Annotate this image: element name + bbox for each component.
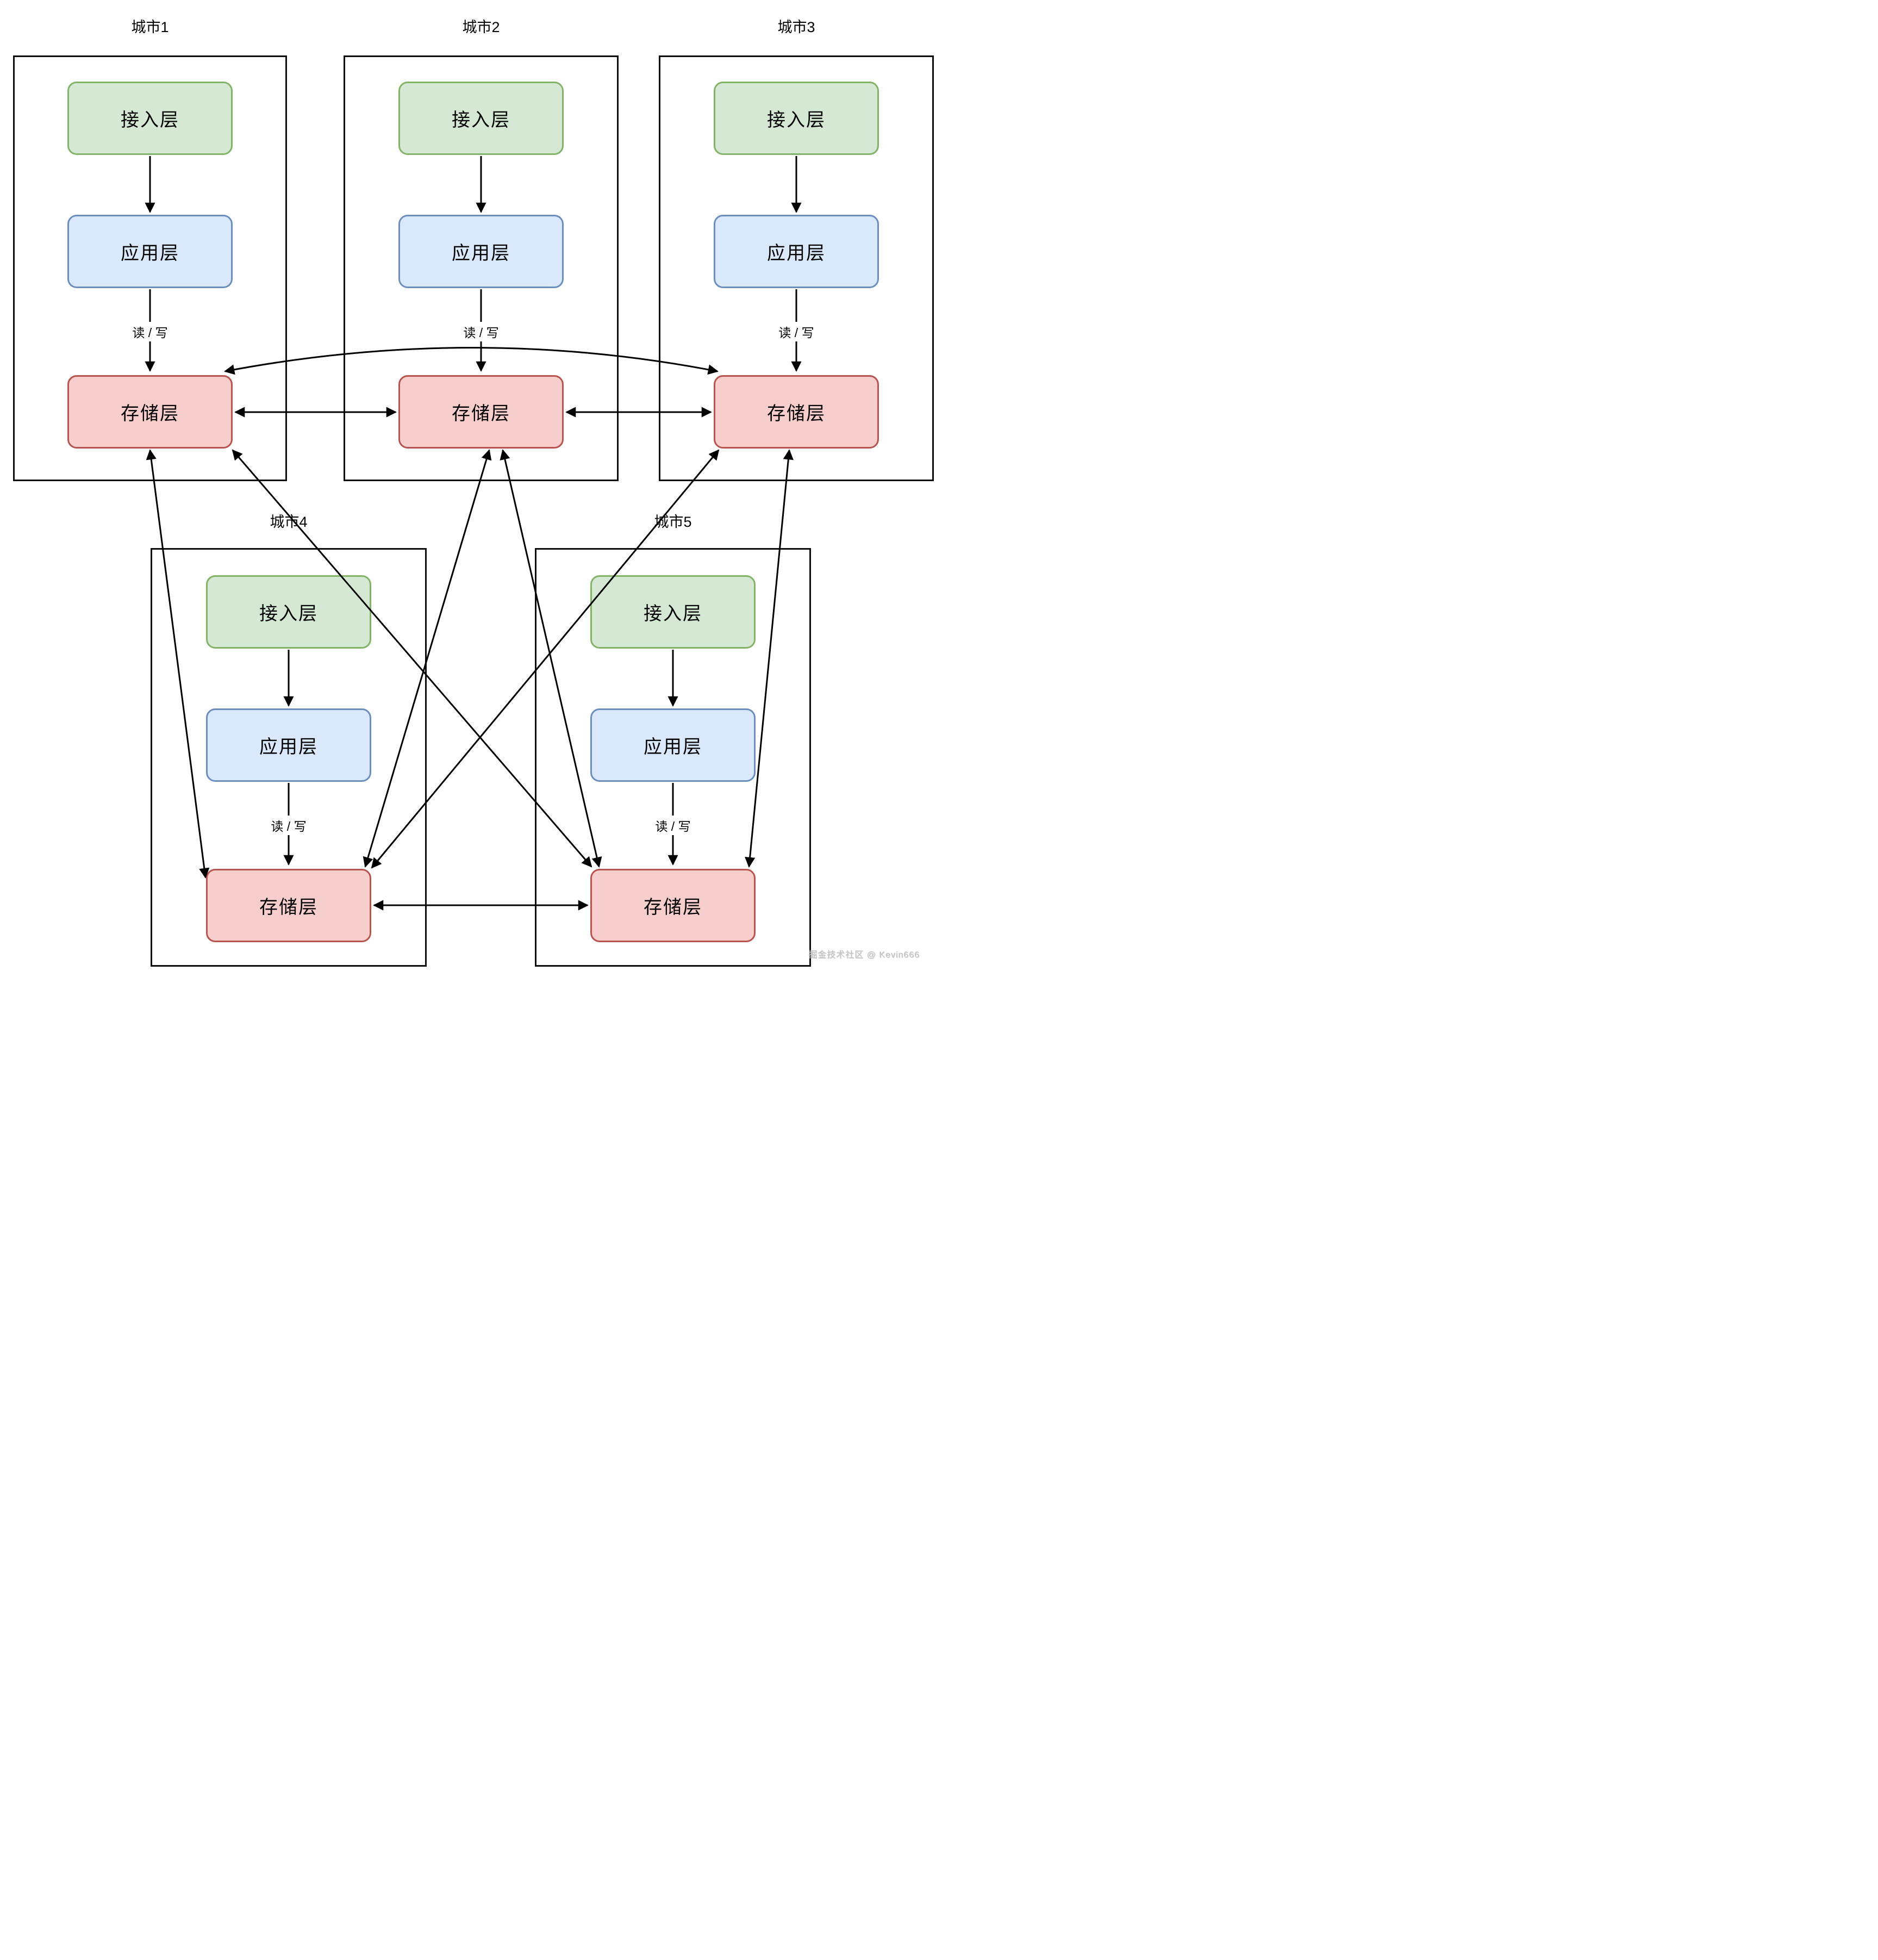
app-layer-label: 应用层 [767, 243, 826, 264]
app-layer-box-city-2: 应用层 [398, 215, 564, 288]
rw-label-city-2: 读 / 写 [459, 322, 503, 341]
app-layer-label: 应用层 [644, 737, 702, 757]
watermark: 掘金技术社区 @ Kevin666 [808, 950, 920, 960]
storage-layer-label: 存储层 [121, 403, 179, 424]
app-layer-box-city-3: 应用层 [714, 215, 879, 288]
access-layer-box-city-4: 接入层 [206, 575, 371, 649]
app-layer-label: 应用层 [452, 243, 510, 264]
app-layer-label: 应用层 [259, 737, 318, 757]
city-4-title: 城市4 [270, 514, 308, 530]
storage-layer-label: 存储层 [767, 403, 826, 424]
app-layer-box-city-1: 应用层 [67, 215, 233, 288]
storage-layer-box-city-1: 存储层 [67, 375, 233, 449]
city-3-title: 城市3 [777, 19, 815, 35]
access-layer-box-city-1: 接入层 [67, 82, 233, 155]
city-2-title: 城市2 [462, 19, 500, 35]
storage-layer-box-city-5: 存储层 [590, 869, 756, 942]
storage-layer-box-city-3: 存储层 [714, 375, 879, 449]
access-layer-label: 接入层 [259, 603, 318, 624]
access-layer-label: 接入层 [644, 603, 702, 624]
rw-label-city-3: 读 / 写 [775, 322, 818, 341]
storage-layer-label: 存储层 [452, 403, 510, 424]
app-layer-label: 应用层 [121, 243, 179, 264]
storage-layer-label: 存储层 [259, 897, 318, 918]
storage-layer-label: 存储层 [644, 897, 702, 918]
rw-label-city-4: 读 / 写 [267, 816, 310, 835]
diagram-canvas: 城市1 城市2 城市3 城市4 城市5 接入层 应用层 存储层 接入层 应用层 … [0, 0, 939, 980]
storage-layer-box-city-2: 存储层 [398, 375, 564, 449]
rw-label-city-1: 读 / 写 [128, 322, 172, 341]
app-layer-box-city-5: 应用层 [590, 708, 756, 782]
access-layer-box-city-3: 接入层 [714, 82, 879, 155]
city-1-title: 城市1 [131, 19, 169, 35]
storage-layer-box-city-4: 存储层 [206, 869, 371, 942]
access-layer-box-city-2: 接入层 [398, 82, 564, 155]
access-layer-label: 接入层 [767, 110, 826, 130]
rw-label-city-5: 读 / 写 [651, 816, 695, 835]
access-layer-label: 接入层 [452, 110, 510, 130]
access-layer-box-city-5: 接入层 [590, 575, 756, 649]
app-layer-box-city-4: 应用层 [206, 708, 371, 782]
access-layer-label: 接入层 [121, 110, 179, 130]
city-5-title: 城市5 [654, 514, 692, 530]
